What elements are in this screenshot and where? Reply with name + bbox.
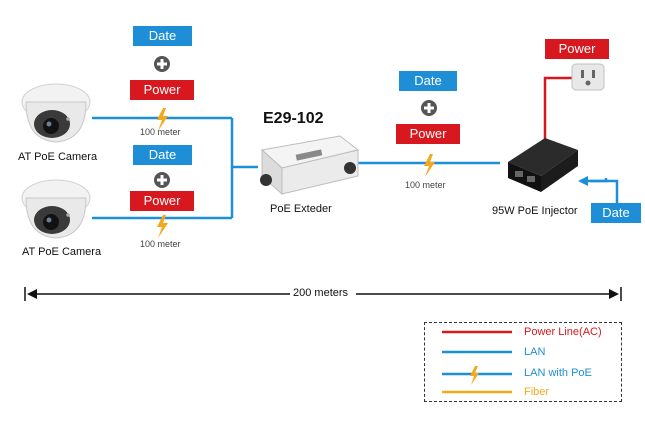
- legend-lan: LAN: [524, 346, 546, 358]
- dome-camera-icon-1: [21, 83, 91, 143]
- camera2-date-tag: Date: [133, 145, 192, 165]
- mid-power-tag: Power: [396, 124, 460, 144]
- legend-power-line: Power Line(AC): [524, 326, 602, 338]
- legend-lightning-icon: [470, 366, 479, 385]
- dome-camera-icon-2: [21, 179, 91, 239]
- extender-label: PoE Exteder: [270, 203, 332, 215]
- legend-fiber: Fiber: [524, 386, 550, 398]
- camera1-label: AT PoE Camera: [18, 151, 98, 163]
- injector-date-tag: Date: [591, 203, 641, 223]
- distance-label: 200 meters: [293, 287, 349, 299]
- poe-extender-icon: [260, 135, 360, 196]
- lightning-icon-3: [424, 154, 435, 177]
- power-line-ac: [543, 76, 572, 140]
- extender-model-title: E29-102: [263, 110, 324, 127]
- meter-label-2: 100 meter: [140, 239, 181, 249]
- camera2-label: AT PoE Camera: [22, 246, 102, 258]
- plus-icon-2: [154, 172, 170, 188]
- poe-injector-icon: [508, 138, 578, 192]
- lan-arrowhead: [578, 176, 588, 186]
- camera2-power-tag: Power: [130, 191, 194, 211]
- lightning-icon-1: [157, 108, 168, 131]
- plus-icon-1: [154, 56, 170, 72]
- plus-icon-3: [421, 100, 437, 116]
- mid-date-tag: Date: [399, 71, 457, 91]
- camera1-power-tag: Power: [130, 80, 194, 100]
- meter-label-3: 100 meter: [405, 180, 446, 190]
- legend-box: [424, 322, 622, 402]
- outlet-icon: [571, 63, 605, 91]
- outlet-power-tag: Power: [545, 39, 609, 59]
- camera1-date-tag: Date: [133, 26, 192, 46]
- injector-label: 95W PoE Injector: [492, 205, 578, 217]
- lightning-icon-2: [157, 215, 168, 238]
- legend-lan-poe: LAN with PoE: [524, 367, 592, 379]
- distance-arrow: [24, 287, 622, 301]
- meter-label-1: 100 meter: [140, 127, 181, 137]
- legend-samples: [442, 330, 512, 394]
